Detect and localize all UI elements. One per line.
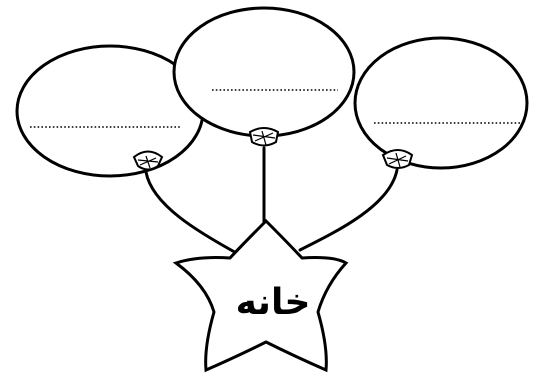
- star-label: خانه: [236, 282, 311, 323]
- star-shape: خانه: [176, 221, 346, 370]
- middle-balloon-body: [174, 8, 354, 136]
- right-balloon: [355, 38, 527, 168]
- left-balloon-string: [146, 172, 240, 255]
- right-balloon-string: [300, 170, 397, 250]
- right-balloon-body: [355, 38, 527, 168]
